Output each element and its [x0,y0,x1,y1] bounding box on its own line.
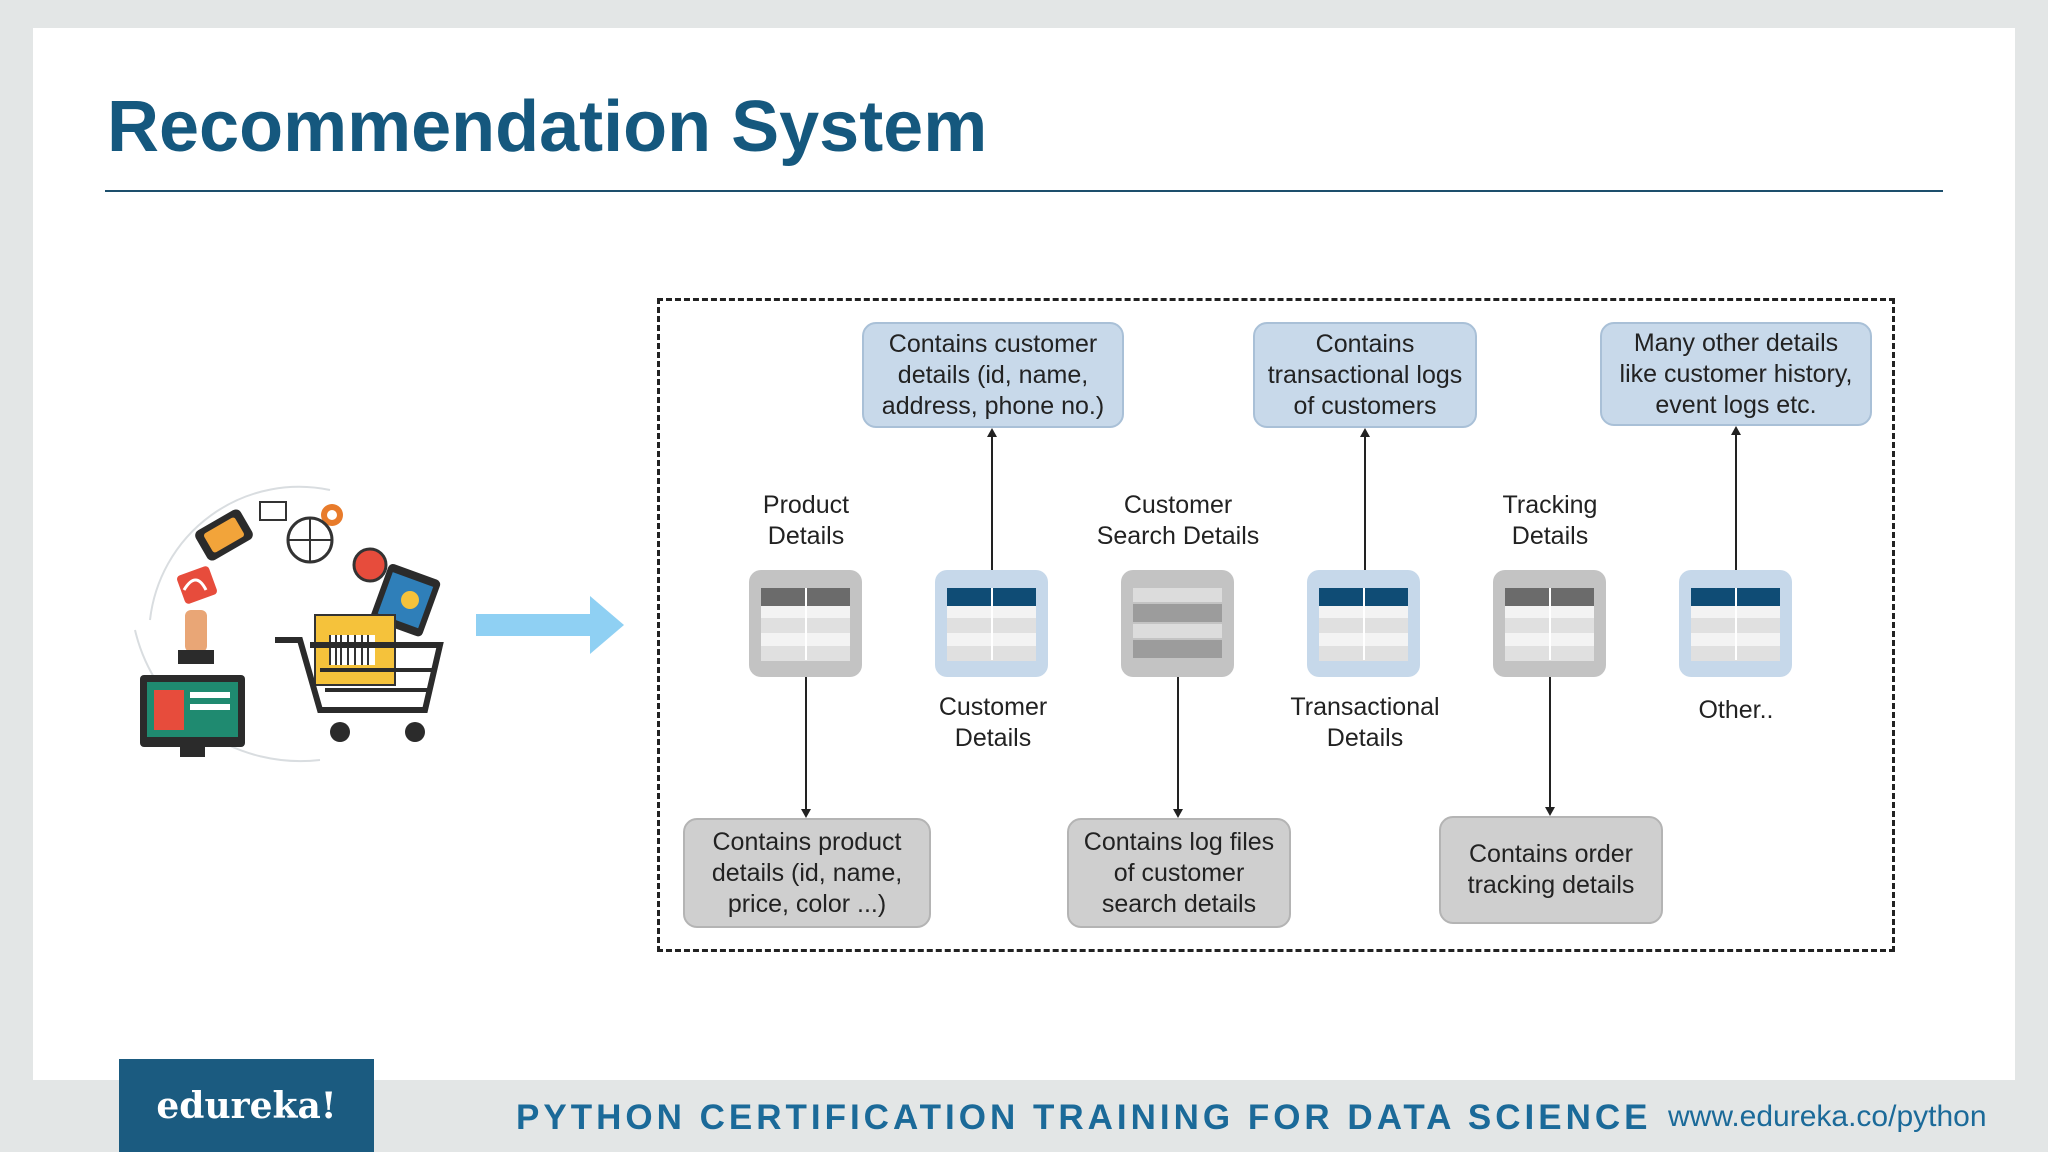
label-product-details: Product Details [762,491,850,550]
shopping-illustration [134,485,444,763]
transactional-table-icon [1307,570,1420,677]
product-table-icon [749,570,862,677]
arrowhead-search [1173,809,1183,818]
connector-other [1735,434,1737,570]
callout-tracking-details: Contains order tracking details [1439,816,1663,924]
connector-tracking [1549,677,1551,807]
connector-transactional [1364,436,1366,570]
callout-transactional-details: Contains transactional logs of customers [1253,322,1477,428]
connector-product [805,677,807,809]
other-table-icon [1679,570,1792,677]
arrowhead-transactional [1360,428,1370,437]
title-divider [105,190,1943,192]
arrowhead-product [801,809,811,818]
callout-product-details: Contains product details (id, name, pric… [683,818,931,928]
search-log-icon [1121,570,1234,677]
footer-url-link[interactable]: www.edureka.co/python [1668,1100,1987,1133]
right-arrow [476,596,624,654]
page-title: Recommendation System [107,87,988,167]
label-customer-details: Customer Details [938,693,1048,752]
callout-search-details: Contains log files of customer search de… [1067,818,1291,928]
customer-table-icon [935,570,1048,677]
callout-customer-details: Contains customer details (id, name, add… [862,322,1124,428]
edureka-logo: edureka! [119,1059,374,1152]
arrowhead-other [1731,426,1741,435]
label-customer-search-details: Customer Search Details [1096,491,1260,550]
arrowhead-customer [987,428,997,437]
footer-course-title: PYTHON CERTIFICATION TRAINING FOR DATA S… [516,1098,1652,1137]
connector-customer [991,436,993,570]
label-other: Other.. [1698,696,1774,724]
tracking-table-icon [1493,570,1606,677]
arrowhead-tracking [1545,807,1555,816]
label-transactional-details: Transactional Details [1290,693,1440,752]
connector-search [1177,677,1179,809]
data-sources-frame [657,298,1895,952]
label-tracking-details: Tracking Details [1502,491,1598,550]
callout-other-details: Many other details like customer history… [1600,322,1872,426]
